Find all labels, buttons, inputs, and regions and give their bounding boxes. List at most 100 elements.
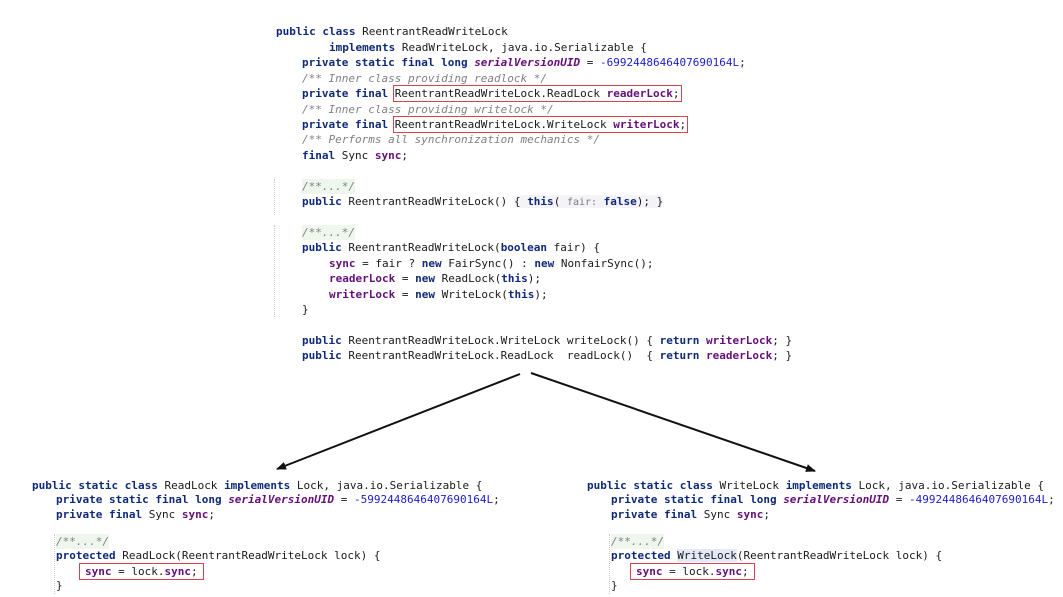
text: ; }: [772, 349, 793, 362]
fold-gutter: [274, 179, 275, 215]
text: );: [527, 272, 541, 285]
read-line-4: /**...*/: [56, 534, 109, 549]
number: -4992448646407690164L: [909, 493, 1049, 506]
field: sync: [181, 508, 209, 521]
class-name: ReadLock: [164, 479, 225, 492]
kw: private final: [302, 118, 395, 131]
kw: new: [415, 272, 435, 285]
kw: public static class: [587, 479, 720, 492]
main-line-17: }: [302, 303, 309, 316]
text: ReentrantReadWriteLock(: [348, 241, 501, 254]
field: writerLock: [705, 334, 773, 347]
ctor-name: WriteLock: [677, 549, 737, 562]
field: readerLock: [329, 272, 396, 285]
text: =: [334, 493, 355, 506]
write-line-3: private final Sync sync;: [611, 507, 770, 522]
kw: private static final long: [56, 493, 229, 506]
ctor-name: ReadLock: [122, 549, 176, 562]
text: =: [395, 272, 416, 285]
text: = fair ?: [355, 257, 422, 270]
writer-lock-highlight: ReentrantReadWriteLock.WriteLock writerL…: [392, 116, 689, 133]
text: WriteLock(: [434, 288, 508, 301]
text: fair) {: [547, 241, 601, 254]
main-line-13: public ReentrantReadWriteLock(boolean fa…: [302, 240, 600, 255]
kw: this: [507, 288, 535, 301]
write-line-1: public static class WriteLock implements…: [587, 478, 1044, 493]
read-sync-highlight: sync = lock.sync;: [79, 563, 204, 580]
kw: final: [302, 149, 342, 162]
static-field: serialVersionUID: [783, 493, 890, 506]
main-line-10: /**...*/: [302, 179, 355, 194]
kw: public: [302, 241, 349, 254]
main-line-15: readerLock = new ReadLock(this);: [329, 271, 541, 286]
field: writerLock: [613, 118, 680, 131]
write-line-5: protected WriteLock(ReentrantReadWriteLo…: [611, 548, 942, 563]
kw: private final: [611, 508, 704, 521]
text: ;: [741, 565, 749, 578]
kw: protected: [611, 549, 678, 562]
main-line-1: public class ReentrantReadWriteLock: [276, 24, 508, 39]
main-line-19: public ReentrantReadWriteLock.ReadLock r…: [302, 348, 792, 363]
static-field: serialVersionUID: [228, 493, 335, 506]
kw: private final: [56, 508, 149, 521]
kw: public static class: [32, 479, 165, 492]
number: -6992448646407690164L: [600, 56, 740, 69]
text: ;: [190, 565, 198, 578]
kw: implements: [329, 41, 402, 54]
kw: private static final long: [611, 493, 784, 506]
field: readerLock: [606, 87, 673, 100]
kw: public class: [276, 25, 363, 38]
text: }: [656, 195, 664, 208]
field: writerLock: [329, 288, 396, 301]
read-line-7: }: [56, 579, 63, 592]
class-name: WriteLock: [719, 479, 786, 492]
number: -5992448646407690164L: [354, 493, 494, 506]
text: ;: [763, 508, 770, 521]
main-line-4: /** Inner class providing readlock */: [302, 72, 548, 85]
text: = lock.: [662, 565, 716, 578]
text: =: [889, 493, 910, 506]
write-line-6: sync = lock.sync;: [630, 563, 755, 580]
type: Sync: [148, 508, 182, 521]
field: sync: [636, 565, 663, 578]
class-name: ReentrantReadWriteLock: [362, 25, 508, 38]
arrow-to-readlock: [276, 373, 521, 470]
text: ; }: [772, 334, 793, 347]
text: =: [580, 56, 601, 69]
text: );: [534, 288, 548, 301]
collapsed-body: { this( fair: false); }: [513, 195, 664, 208]
text: FairSync() :: [441, 257, 535, 270]
kw: new: [415, 288, 435, 301]
field: sync: [329, 257, 356, 270]
text: (: [553, 195, 567, 208]
kw: implements: [785, 479, 859, 492]
read-line-2: private static final long serialVersionU…: [56, 492, 500, 507]
reader-lock-highlight: ReentrantReadWriteLock.ReadLock readerLo…: [392, 85, 682, 102]
main-line-9: final Sync sync;: [302, 148, 408, 163]
kw: false: [603, 195, 637, 208]
write-sync-highlight: sync = lock.sync;: [630, 563, 755, 580]
type: ReentrantReadWriteLock.ReadLock: [394, 87, 607, 100]
main-line-2: implements ReadWriteLock, java.io.Serial…: [329, 40, 647, 55]
fold-gutter: [274, 225, 275, 317]
text: ReentrantReadWriteLock(): [348, 195, 514, 208]
text: NonfairSync();: [554, 257, 654, 270]
type: ReentrantReadWriteLock.WriteLock: [394, 118, 614, 131]
read-line-6: sync = lock.sync;: [79, 563, 204, 580]
text: =: [395, 288, 416, 301]
text: {: [513, 195, 528, 208]
field: readerLock: [705, 349, 773, 362]
kw: new: [421, 257, 442, 270]
kw: public: [302, 334, 349, 347]
text: Lock, java.io.Serializable {: [858, 479, 1044, 492]
main-line-14: sync = fair ? new FairSync() : new Nonfa…: [329, 256, 654, 271]
kw: this: [527, 195, 554, 208]
kw: public: [302, 349, 349, 362]
kw: private final: [302, 87, 395, 100]
field: sync: [736, 508, 764, 521]
read-line-3: private final Sync sync;: [56, 507, 215, 522]
main-line-6: /** Inner class providing writelock */: [302, 103, 554, 116]
text: );: [636, 195, 657, 208]
fold-gutter: [54, 534, 55, 594]
